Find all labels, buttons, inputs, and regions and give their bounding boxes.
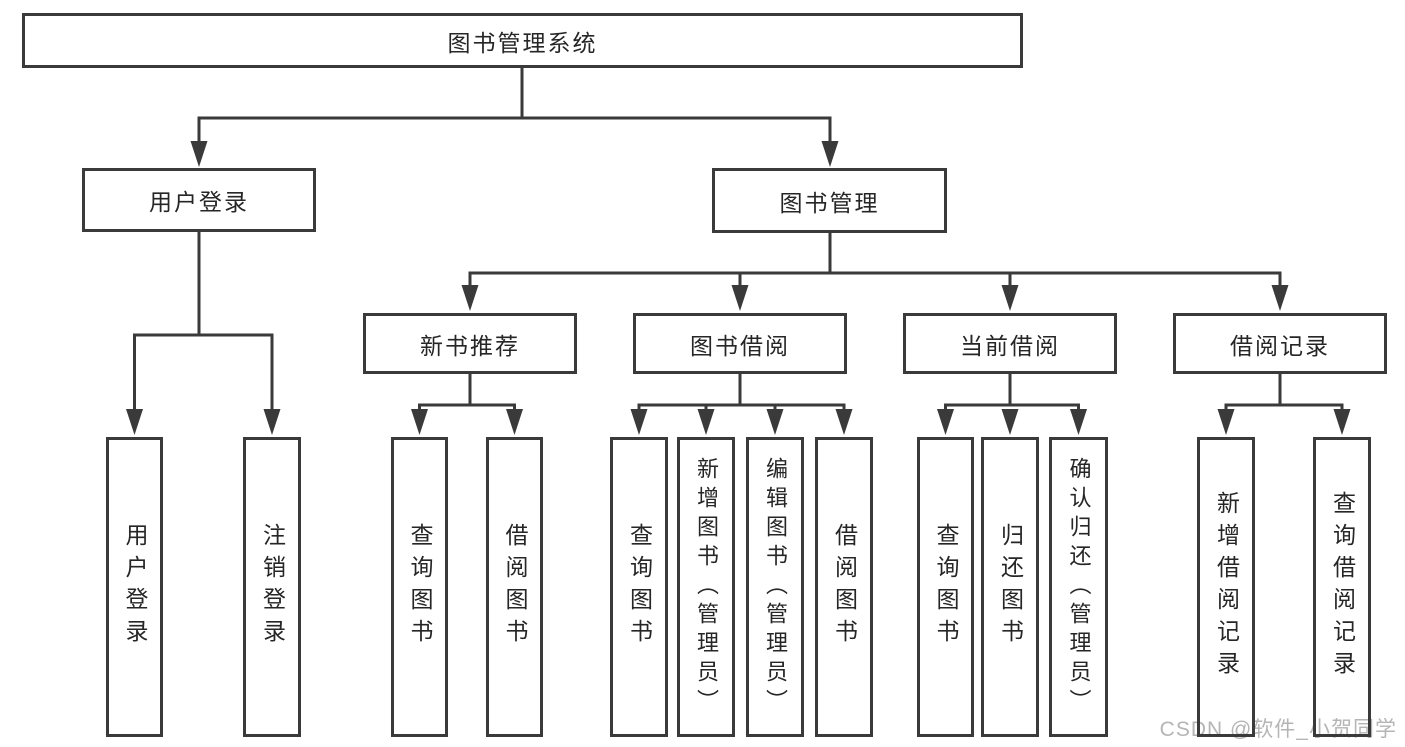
leaf-label: 查询图书 <box>626 523 653 651</box>
connector-user-login-to-leaves <box>126 232 281 435</box>
leaf-query-books: 查询图书 <box>391 437 448 737</box>
leaf-label: 新增借阅记录 <box>1213 491 1240 683</box>
node-label: 当前借阅 <box>960 332 1060 359</box>
node-label: 借阅记录 <box>1230 332 1330 359</box>
leaf-logout: 注销登录 <box>243 437 301 737</box>
leaf-label: 新增图书（管理员） <box>694 456 719 718</box>
leaf-edit-book-admin: 编辑图书（管理员） <box>746 437 804 737</box>
leaf-label: 归还图书 <box>997 523 1024 651</box>
node-borrowing-records: 借阅记录 <box>1173 313 1387 374</box>
node-label: 用户登录 <box>149 189 249 215</box>
leaf-query-books: 查询图书 <box>610 437 668 737</box>
leaf-confirm-return-admin: 确认归还（管理员） <box>1049 437 1108 737</box>
node-label: 新书推荐 <box>420 332 520 359</box>
leaf-query-books: 查询图书 <box>917 437 974 737</box>
leaf-label: 借阅图书 <box>502 523 528 651</box>
leaf-add-book-admin: 新增图书（管理员） <box>677 437 735 737</box>
leaf-user-login: 用户登录 <box>106 437 163 737</box>
connector-root-to-level2 <box>190 68 839 167</box>
node-label: 图书管理系统 <box>447 29 598 56</box>
leaf-borrow-books: 借阅图书 <box>486 437 543 737</box>
connector-new-book-rec-to-leaves <box>411 374 523 435</box>
node-current-borrowing: 当前借阅 <box>903 313 1117 374</box>
connector-book-borrow-to-leaves <box>630 374 853 435</box>
node-library-management-system: 图书管理系统 <box>22 13 1023 68</box>
leaf-borrow-books: 借阅图书 <box>815 437 873 737</box>
leaf-label: 编辑图书（管理员） <box>763 456 788 718</box>
leaf-label: 借阅图书 <box>831 523 858 651</box>
node-label: 图书借阅 <box>690 332 790 359</box>
leaf-label: 查询图书 <box>933 523 959 651</box>
connector-borrow-records-to-leaves <box>1217 374 1351 435</box>
leaf-label: 用户登录 <box>122 523 148 651</box>
leaf-label: 查询借阅记录 <box>1329 491 1356 683</box>
node-book-borrowing: 图书借阅 <box>633 313 847 374</box>
node-user-login: 用户登录 <box>82 168 316 232</box>
leaf-label: 查询图书 <box>407 523 433 651</box>
node-new-book-recommendation: 新书推荐 <box>363 313 577 374</box>
leaf-query-borrow-record: 查询借阅记录 <box>1313 437 1371 737</box>
connector-book-mgmt-to-level3 <box>461 233 1289 311</box>
node-book-management: 图书管理 <box>712 168 947 233</box>
leaf-label: 确认归还（管理员） <box>1066 456 1092 718</box>
connector-current-borrow-to-leaves <box>937 374 1087 435</box>
leaf-add-borrow-record: 新增借阅记录 <box>1197 437 1255 737</box>
node-label: 图书管理 <box>779 189 880 216</box>
leaf-label: 注销登录 <box>259 523 286 651</box>
leaf-return-books: 归还图书 <box>981 437 1039 737</box>
